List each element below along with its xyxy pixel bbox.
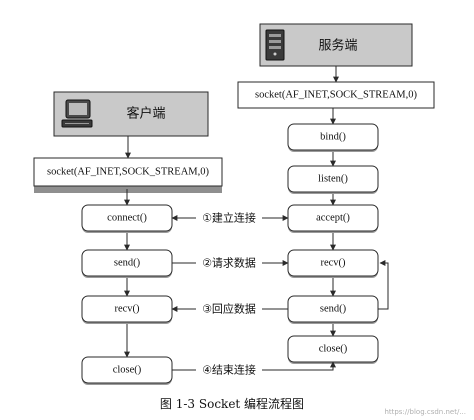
server-header: 服务端 xyxy=(259,23,413,67)
interaction-response: ③回应数据 xyxy=(171,302,288,316)
client-step-label: close() xyxy=(113,365,142,376)
figure-caption: 图 1-3 Socket 编程流程图 xyxy=(160,396,304,411)
server-step-label: close() xyxy=(319,344,348,355)
computer-icon xyxy=(61,99,93,128)
server-step-label: accept() xyxy=(316,213,350,224)
interaction-connect: ①建立连接 xyxy=(171,211,289,225)
client-header: 客户端 xyxy=(53,91,209,137)
client-step-recv: recv() xyxy=(81,295,173,324)
server-icon xyxy=(265,29,285,61)
server-step-send: send() xyxy=(287,295,379,324)
interaction-request: ②请求数据 xyxy=(172,256,289,270)
server-step-listen: listen() xyxy=(287,165,379,194)
interaction-label: ④结束连接 xyxy=(202,364,256,377)
client-step-label: recv() xyxy=(114,304,140,315)
server-step-label: listen() xyxy=(318,174,348,185)
client-title: 客户端 xyxy=(126,106,165,122)
client-step-send: send() xyxy=(81,249,173,278)
interaction-label: ①建立连接 xyxy=(202,211,256,225)
server-socket-label: socket(AF_INET,SOCK_STREAM,0) xyxy=(255,90,417,101)
client-socket-box: socket(AF_INET,SOCK_STREAM,0) xyxy=(33,157,223,193)
server-steps: bind() listen() accept() recv() send() c… xyxy=(287,123,379,364)
client-step-label: connect() xyxy=(107,213,147,224)
server-title: 服务端 xyxy=(318,38,357,54)
interaction-label: ②请求数据 xyxy=(202,256,256,270)
client-step-connect: connect() xyxy=(81,204,173,233)
server-step-close: close() xyxy=(287,335,379,364)
server-socket-box: socket(AF_INET,SOCK_STREAM,0) xyxy=(237,81,435,109)
server-step-label: bind() xyxy=(320,132,346,143)
server-step-label: send() xyxy=(320,304,347,315)
server-step-bind: bind() xyxy=(287,123,379,152)
client-step-label: send() xyxy=(114,258,141,269)
client-vertical-connectors xyxy=(124,136,131,358)
server-vertical-connectors xyxy=(330,66,389,337)
watermark: https://blog.csdn.net/... xyxy=(384,408,466,416)
client-socket-label: socket(AF_INET,SOCK_STREAM,0) xyxy=(47,167,209,178)
interaction-label: ③回应数据 xyxy=(202,302,256,316)
interaction-close: ④结束连接 xyxy=(172,361,336,377)
client-step-close: close() xyxy=(81,356,173,385)
server-step-recv: recv() xyxy=(287,249,379,278)
server-step-label: recv() xyxy=(320,258,346,269)
server-step-accept: accept() xyxy=(287,204,379,233)
